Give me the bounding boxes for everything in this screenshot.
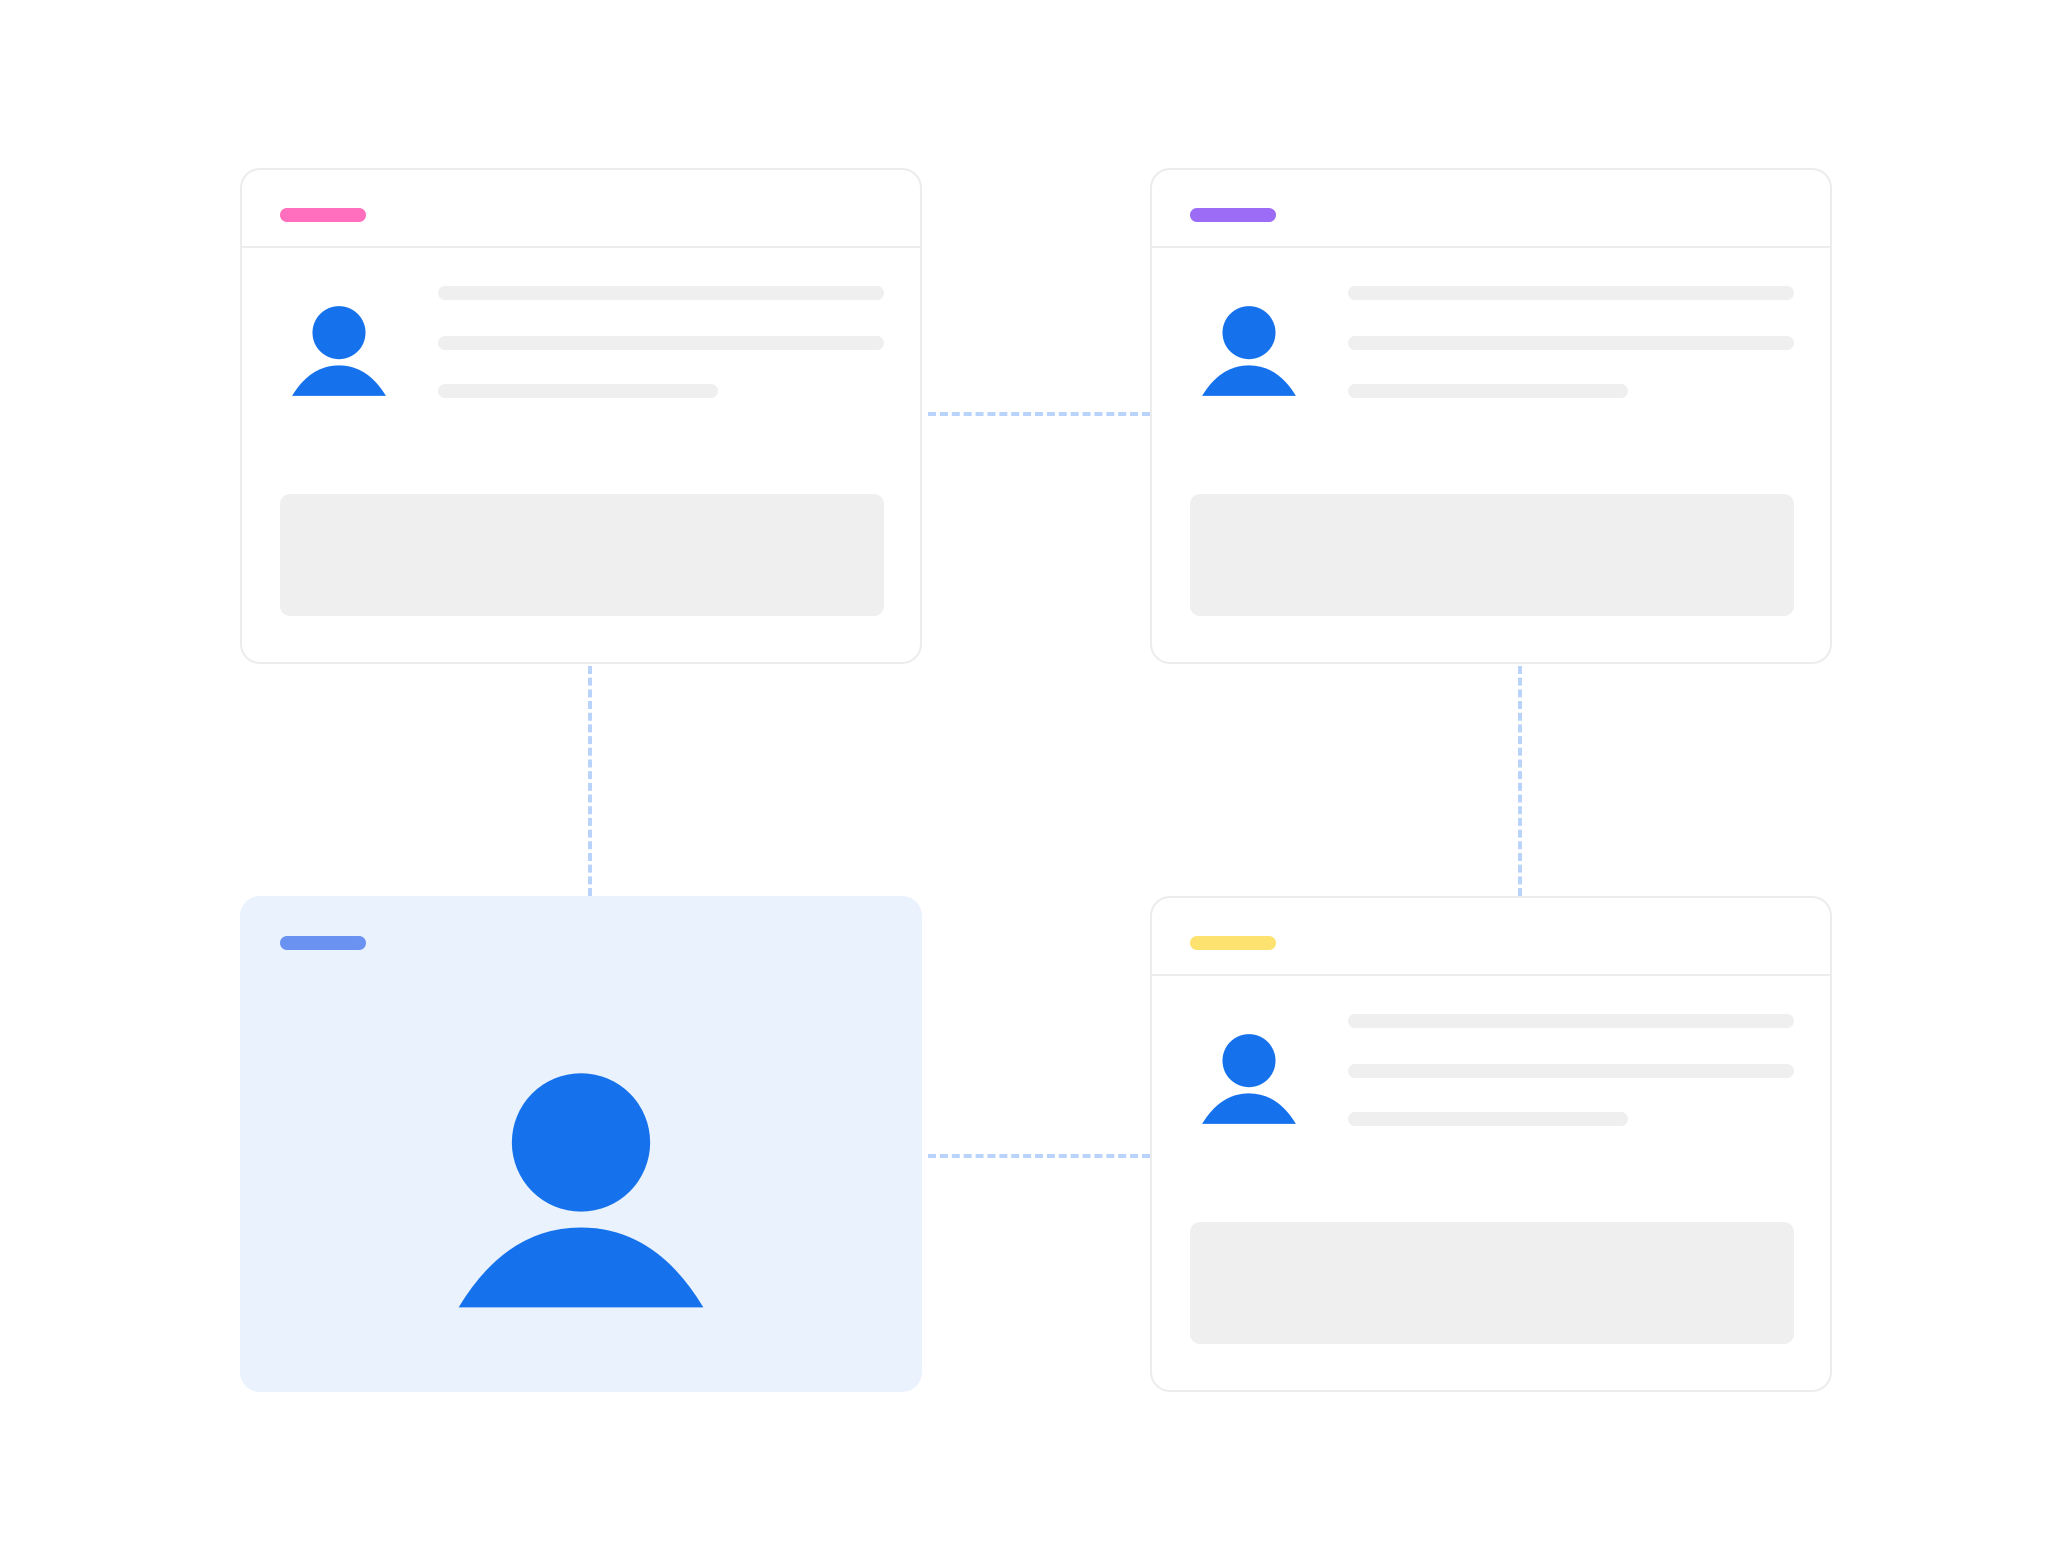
profile-card-top-left[interactable]	[240, 168, 922, 664]
profile-card-bottom-right[interactable]	[1150, 896, 1832, 1392]
profile-card-top-right[interactable]	[1150, 168, 1832, 664]
text-placeholder-line	[1348, 384, 1628, 398]
user-icon	[1202, 1034, 1296, 1124]
text-placeholder-line	[1348, 1064, 1794, 1078]
text-placeholder-line	[1348, 286, 1794, 300]
user-icon	[458, 1073, 704, 1308]
card-header	[1152, 170, 1830, 248]
text-placeholder-line	[438, 336, 884, 350]
card-tag	[280, 208, 366, 222]
connector-bottom-horizontal	[928, 1154, 1150, 1158]
user-icon	[292, 306, 386, 396]
content-placeholder-block	[1190, 494, 1794, 616]
card-header	[242, 170, 920, 248]
card-header	[242, 898, 920, 974]
text-placeholder-line	[1348, 1112, 1628, 1126]
connector-top-horizontal	[928, 412, 1150, 416]
connector-right-vertical	[1518, 666, 1522, 896]
profile-card-selected[interactable]	[240, 896, 922, 1392]
text-placeholder-line	[1348, 1014, 1794, 1028]
text-placeholder-line	[438, 286, 884, 300]
content-placeholder-block	[280, 494, 884, 616]
text-placeholder-line	[1348, 336, 1794, 350]
user-icon	[1202, 306, 1296, 396]
card-tag	[280, 936, 366, 950]
card-tag	[1190, 936, 1276, 950]
card-tag	[1190, 208, 1276, 222]
text-placeholder-line	[438, 384, 718, 398]
connector-left-vertical	[588, 666, 592, 896]
content-placeholder-block	[1190, 1222, 1794, 1344]
card-header	[1152, 898, 1830, 976]
